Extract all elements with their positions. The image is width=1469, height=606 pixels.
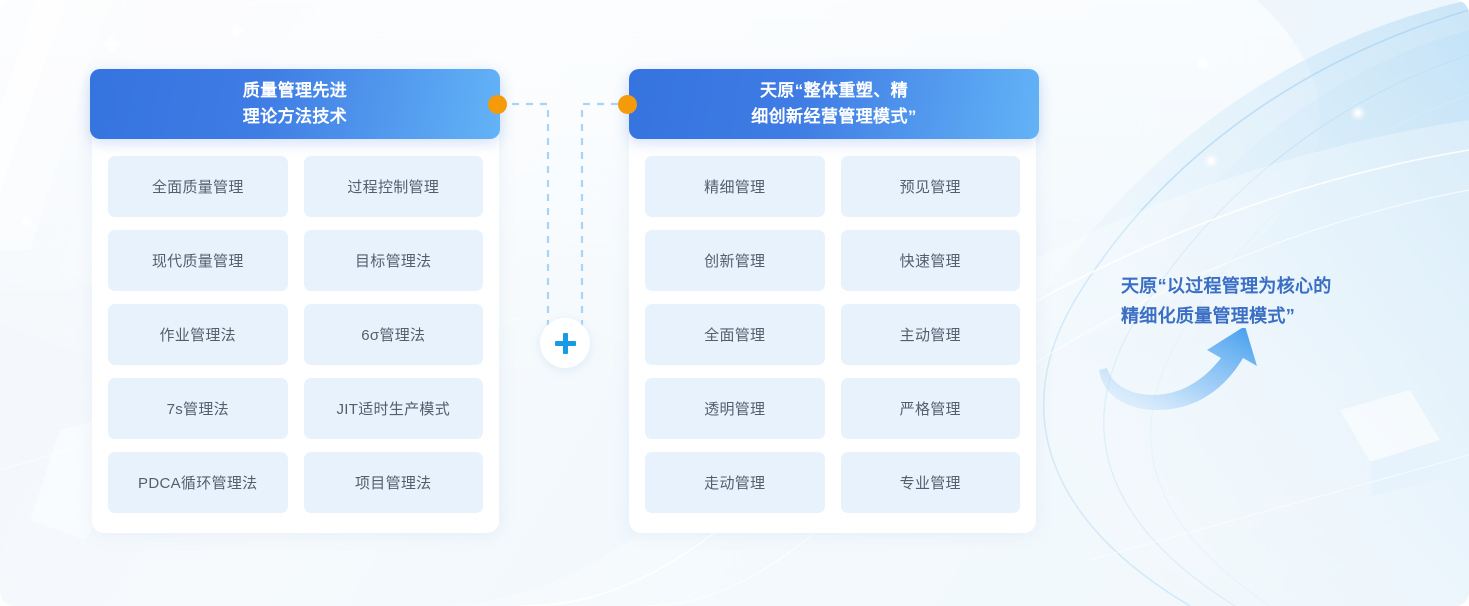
right-panel-item-cell[interactable]: 创新管理 xyxy=(645,230,825,291)
left-panel-item-cell[interactable]: 过程控制管理 xyxy=(303,156,483,217)
plus-icon-horizontal-bar xyxy=(554,340,576,346)
right-panel-item-cell-label: 快速管理 xyxy=(899,253,961,270)
left-panel-item-cell-label: 现代质量管理 xyxy=(151,253,244,270)
right-panel-item-cell[interactable]: 走动管理 xyxy=(645,452,825,513)
right-panel-item-cell-label: 走动管理 xyxy=(704,475,766,492)
right-panel-item-cell-label: 严格管理 xyxy=(899,401,961,418)
annotation-text: 天原“以过程管理为核心的 精细化质量管理模式” xyxy=(1121,276,1332,326)
right-panel-item-cell-label: 透明管理 xyxy=(704,401,766,418)
left-panel-item-cell-label: 项目管理法 xyxy=(354,475,432,492)
sparkle-icon xyxy=(1355,110,1361,116)
plus-icon xyxy=(540,318,590,368)
right-panel-item-cell-label: 精细管理 xyxy=(704,179,766,196)
right-panel-item-cell[interactable]: 快速管理 xyxy=(840,230,1020,291)
left-panel-item-cell[interactable]: 7s管理法 xyxy=(108,378,288,439)
right-panel-item-cell[interactable]: 预见管理 xyxy=(840,156,1020,217)
left-panel-item-cell-label: 过程控制管理 xyxy=(347,179,440,196)
left-panel-item-cell[interactable]: 作业管理法 xyxy=(108,304,288,365)
right-panel-item-cell[interactable]: 严格管理 xyxy=(840,378,1020,439)
right-panel-item-cell-label: 全面管理 xyxy=(704,327,766,344)
left-panel-item-cell-label: PDCA循环管理法 xyxy=(138,475,258,492)
sparkle-icon xyxy=(1198,58,1207,67)
left-panel-item-grid: 全面质量管理 过程控制管理现代质量管理 目标管理法作业管理法 6σ管理法 7s管理法 JI… xyxy=(108,156,483,513)
right-panel-item-cell-label: 创新管理 xyxy=(704,253,766,270)
sparkle-icon xyxy=(104,36,120,52)
left-connection-dot xyxy=(488,95,507,114)
left-panel-item-cell-label: 全面质量管理 xyxy=(151,179,244,196)
sparkle-icon xyxy=(232,26,242,36)
curved-up-right-arrow-icon xyxy=(1095,328,1275,420)
left-panel-item-cell[interactable]: 6σ管理法 xyxy=(303,304,483,365)
left-panel-item-cell[interactable]: 项目管理法 xyxy=(303,452,483,513)
right-panel-item-cell-label: 预见管理 xyxy=(899,179,961,196)
right-panel-item-cell[interactable]: 透明管理 xyxy=(645,378,825,439)
sparkle-icon xyxy=(1208,158,1214,164)
right-panel-item-grid: 精细管理 预见管理创新管理 快速管理全面管理 主动管理透明管理 严格管理走动管理 专业管理 xyxy=(645,156,1020,513)
right-panel-card: 精细管理 预见管理创新管理 快速管理全面管理 主动管理透明管理 严格管理走动管理 专业管理 xyxy=(629,80,1036,533)
left-panel-item-cell[interactable]: PDCA循环管理法 xyxy=(108,452,288,513)
left-panel-item-cell[interactable]: 全面质量管理 xyxy=(108,156,288,217)
left-panel-item-cell[interactable]: JIT适时生产模式 xyxy=(303,378,483,439)
sparkle-icon xyxy=(22,218,30,226)
left-panel-item-cell-label: 6σ管理法 xyxy=(361,327,426,344)
left-panel-header: 质量管理先进 理论方法技术 xyxy=(90,69,500,139)
right-panel-item-cell[interactable]: 精细管理 xyxy=(645,156,825,217)
right-panel-item-cell[interactable]: 专业管理 xyxy=(840,452,1020,513)
left-panel-item-cell-label: 7s管理法 xyxy=(166,401,229,418)
right-panel-item-cell-label: 主动管理 xyxy=(899,327,961,344)
right-panel-item-cell[interactable]: 主动管理 xyxy=(840,304,1020,365)
left-panel-item-cell-label: 目标管理法 xyxy=(354,253,432,270)
right-panel-header: 天原“整体重塑、精 细创新经营管理模式” xyxy=(629,69,1039,139)
left-panel-item-cell[interactable]: 目标管理法 xyxy=(303,230,483,291)
left-panel-item-cell-label: 作业管理法 xyxy=(159,327,236,344)
left-panel-item-cell[interactable]: 现代质量管理 xyxy=(108,230,288,291)
right-panel-item-cell-label: 专业管理 xyxy=(899,475,961,492)
right-connection-dot xyxy=(618,95,637,114)
left-panel-card: 全面质量管理 过程控制管理现代质量管理 目标管理法作业管理法 6σ管理法 7s管理法 JI… xyxy=(92,80,499,533)
right-panel-item-cell[interactable]: 全面管理 xyxy=(645,304,825,365)
left-panel-item-cell-label: JIT适时生产模式 xyxy=(336,401,451,418)
connector-dashed-path xyxy=(486,88,644,378)
